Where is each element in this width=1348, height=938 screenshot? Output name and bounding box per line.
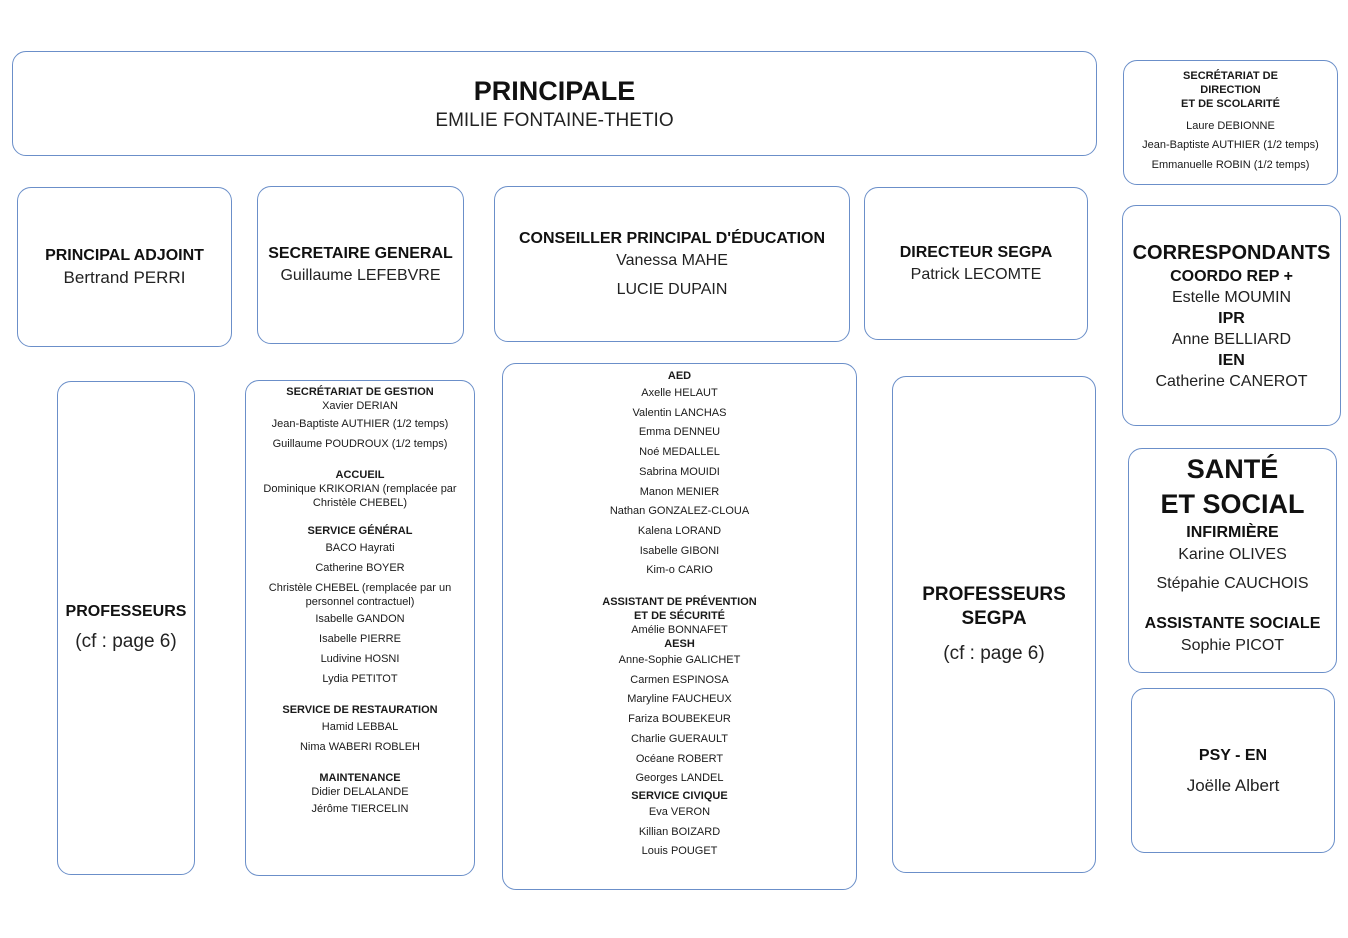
aed-member: Manon MENIER	[639, 485, 720, 498]
aesh-member: Anne-Sophie GALICHET	[618, 654, 741, 667]
secretaire-general-box: SECRETAIRE GENERAL Guillaume LEFEBVRE	[257, 186, 464, 344]
ipr-name: Anne BELLIARD	[1171, 330, 1292, 348]
sante-social-title: SANTÉ	[1186, 454, 1279, 484]
professeurs-segpa-title: SEGPA	[961, 607, 1027, 629]
aed-member: Sabrina MOUIDI	[639, 465, 720, 478]
correspondants-box: CORRESPONDANTS COORDO REP + Estelle MOUM…	[1122, 205, 1341, 426]
aed-member: Emma DENNEU	[638, 426, 721, 439]
coordo-name: Estelle MOUMIN	[1171, 288, 1292, 306]
cpe-title: CONSEILLER PRINCIPAL D'ÉDUCATION	[518, 229, 826, 247]
secretaire-general-title: SECRETAIRE GENERAL	[268, 245, 453, 262]
coordo-label: COORDO REP +	[1170, 267, 1293, 285]
sante-social-title: ET SOCIAL	[1160, 489, 1305, 519]
maintenance-member: Jérôme TIERCELIN	[311, 803, 409, 815]
accueil-line: Christèle CHEBEL)	[312, 497, 408, 509]
restauration-title: SERVICE DE RESTAURATION	[282, 704, 438, 716]
service-general-member: Isabelle PIERRE	[319, 633, 401, 645]
secretariat-direction-box: SECRÉTARIAT DE DIRECTION ET DE SCOLARITÉ…	[1123, 60, 1338, 185]
professeurs-segpa-box: PROFESSEURS SEGPA (cf : page 6)	[892, 376, 1096, 873]
secretariat-direction-title-3: ET DE SCOLARITÉ	[1180, 98, 1280, 110]
secretariat-gestion-member: Jean-Baptiste AUTHIER (1/2 temps)	[271, 418, 449, 430]
restauration-member: Nima WABERI ROBLEH	[299, 741, 420, 753]
professeurs-segpa-note: (cf : page 6)	[943, 642, 1045, 664]
aed-member: Isabelle GIBONI	[639, 544, 720, 557]
correspondants-title: CORRESPONDANTS	[1132, 241, 1331, 264]
service-general-member: Isabelle GANDON	[315, 613, 405, 625]
principal-adjoint-title: PRINCIPAL ADJOINT	[45, 247, 204, 264]
aed-member: Kalena LORAND	[637, 524, 722, 537]
ipr-label: IPR	[1218, 309, 1245, 327]
sante-social-box: SANTÉ ET SOCIAL INFIRMIÈRE Karine OLIVES…	[1128, 448, 1337, 673]
civique-member: Louis POUGET	[641, 845, 718, 858]
infirmiere-label: INFIRMIÈRE	[1186, 524, 1279, 541]
principal-adjoint-box: PRINCIPAL ADJOINT Bertrand PERRI	[17, 187, 232, 347]
maintenance-member: Didier DELALANDE	[311, 786, 409, 798]
ien-name: Catherine CANEROT	[1155, 372, 1308, 390]
service-general-member: Ludivine HOSNI	[320, 653, 400, 665]
psy-en-title: PSY - EN	[1198, 746, 1268, 764]
aesh-title: AESH	[664, 638, 695, 651]
aed-member: Valentin LANCHAS	[632, 406, 727, 419]
secretaire-general-name: Guillaume LEFEBVRE	[280, 267, 441, 284]
maintenance-title: MAINTENANCE	[319, 772, 401, 784]
restauration-member: Hamid LEBBAL	[321, 721, 399, 733]
professeurs-segpa-title: PROFESSEURS	[922, 583, 1066, 605]
chebel-line: Christèle CHEBEL (remplacée par un	[268, 582, 452, 594]
accueil-title: ACCUEIL	[335, 469, 385, 481]
secretariat-gestion-member: Xavier DERIAN	[322, 400, 398, 412]
aesh-member: Charlie GUERAULT	[631, 732, 728, 745]
professeurs-note: (cf : page 6)	[75, 631, 177, 652]
secretariat-gestion-title: SECRÉTARIAT DE GESTION	[286, 386, 434, 398]
principale-box: PRINCIPALE EMILIE FONTAINE-THETIO	[12, 51, 1097, 156]
service-general-title: SERVICE GÉNÉRAL	[307, 525, 413, 537]
aps-title: ASSISTANT DE PRÉVENTION	[602, 596, 757, 609]
aesh-member: Georges LANDEL	[635, 772, 724, 785]
civique-member: Eva VERON	[648, 805, 711, 818]
cpe-name: LUCIE DUPAIN	[616, 280, 728, 298]
aed-member: Nathan GONZALEZ-CLOUA	[609, 505, 750, 518]
aed-member: Axelle HELAUT	[641, 387, 718, 399]
aesh-member: Carmen ESPINOSA	[630, 673, 729, 686]
aed-title: AED	[667, 370, 692, 382]
cpe-box: CONSEILLER PRINCIPAL D'ÉDUCATION Vanessa…	[494, 186, 850, 342]
aesh-member: Maryline FAUCHEUX	[627, 693, 732, 706]
psy-en-name: Joëlle Albert	[1186, 775, 1280, 795]
aed-member: Kim-o CARIO	[646, 564, 713, 577]
infirmiere-name: Stépahie CAUCHOIS	[1156, 575, 1309, 592]
professeurs-title: PROFESSEURS	[65, 603, 187, 620]
secretariat-direction-member: Jean-Baptiste AUTHIER (1/2 temps)	[1142, 139, 1319, 151]
aps-title: ET DE SÉCURITÉ	[633, 610, 726, 623]
service-general-member: Catherine BOYER	[315, 562, 405, 574]
assistante-label: ASSISTANTE SOCIALE	[1144, 615, 1321, 632]
professeurs-box: PROFESSEURS (cf : page 6)	[57, 381, 195, 875]
directeur-segpa-name: Patrick LECOMTE	[910, 265, 1042, 283]
gestion-box: SECRÉTARIAT DE GESTION Xavier DERIAN Jea…	[245, 380, 475, 876]
directeur-segpa-box: DIRECTEUR SEGPA Patrick LECOMTE	[864, 187, 1088, 340]
secretariat-direction-title-2: DIRECTION	[1200, 84, 1261, 96]
accueil-line: Dominique KRIKORIAN (remplacée par	[263, 483, 457, 495]
chebel-line: personnel contractuel)	[305, 596, 415, 608]
principale-title: PRINCIPALE	[473, 75, 636, 106]
service-general-member: BACO Hayrati	[325, 542, 395, 554]
secretariat-direction-title-1: SECRÉTARIAT DE	[1183, 70, 1278, 82]
psy-en-box: PSY - EN Joëlle Albert	[1131, 688, 1335, 853]
assistante-name: Sophie PICOT	[1180, 637, 1285, 654]
aed-member: Noé MEDALLEL	[639, 446, 720, 459]
civique-member: Killian BOIZARD	[638, 825, 721, 838]
aesh-member: Fariza BOUBEKEUR	[628, 713, 731, 726]
service-general-member: Lydia PETITOT	[322, 673, 398, 685]
aesh-member: Océane ROBERT	[635, 752, 724, 765]
ien-label: IEN	[1218, 351, 1245, 369]
infirmiere-name: Karine OLIVES	[1178, 546, 1287, 563]
directeur-segpa-title: DIRECTEUR SEGPA	[899, 243, 1053, 261]
secretariat-direction-member: Laure DEBIONNE	[1186, 120, 1275, 132]
civique-title: SERVICE CIVIQUE	[631, 789, 728, 802]
secretariat-gestion-member: Guillaume POUDROUX (1/2 temps)	[272, 438, 448, 450]
vie-scolaire-box: AED Axelle HELAUT Valentin LANCHAS Emma …	[502, 363, 857, 890]
cpe-name: Vanessa MAHE	[616, 251, 728, 269]
aps-member: Amélie BONNAFET	[631, 624, 728, 637]
principal-adjoint-name: Bertrand PERRI	[63, 268, 186, 287]
secretariat-direction-member: Emmanuelle ROBIN (1/2 temps)	[1151, 159, 1310, 171]
principale-name: EMILIE FONTAINE-THETIO	[435, 109, 674, 131]
